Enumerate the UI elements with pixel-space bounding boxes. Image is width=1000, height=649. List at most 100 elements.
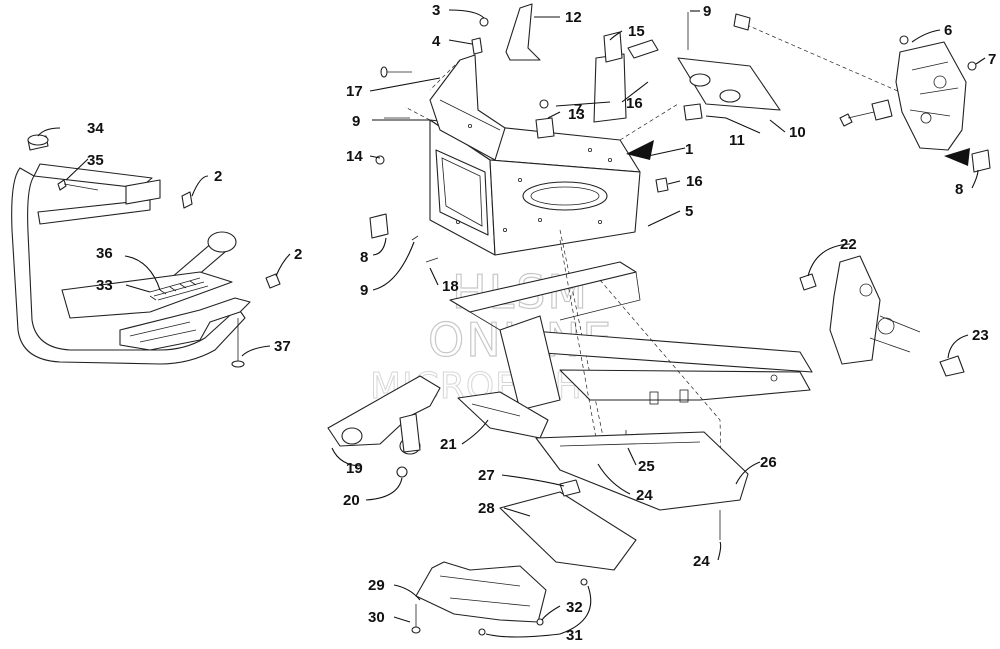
callout-15: 15 [628, 23, 645, 40]
bulkhead-side-opening [522, 181, 608, 211]
marker-triangle [626, 140, 654, 160]
frame-holes [649, 374, 778, 405]
screw-31 [478, 628, 486, 636]
callout-7: 7 [988, 51, 996, 68]
bumper-bracket [125, 179, 161, 205]
callout-25: 25 [638, 458, 655, 475]
nut-22 [799, 273, 817, 291]
callout-3: 3 [432, 2, 440, 19]
bumper-skid-plate [61, 271, 233, 319]
nut-16 [655, 177, 669, 193]
right-mount-assembly [799, 255, 965, 377]
callout-8: 8 [955, 181, 963, 198]
hinge-clip [871, 99, 893, 121]
side-bracket-assembly [733, 13, 977, 166]
mounting-plate [677, 57, 781, 111]
callout-11: 11 [729, 132, 745, 149]
electrical-housing [593, 53, 627, 123]
callout-18: 18 [442, 278, 459, 295]
callout-24: 24 [693, 553, 710, 570]
callout-16: 16 [626, 95, 643, 112]
screw-32 [536, 618, 544, 626]
callout-31: 31 [566, 627, 583, 644]
callout-10: 10 [789, 124, 806, 141]
screw-30 [411, 626, 421, 634]
bolt-20 [396, 466, 408, 478]
callout-33: 33 [96, 277, 113, 294]
mesh-grille [149, 277, 209, 301]
clip-2-upper [181, 191, 193, 209]
nut-7-right [967, 61, 977, 71]
callout-14: 14 [346, 148, 363, 165]
callout-22: 22 [840, 236, 857, 253]
callout-17: 17 [346, 83, 363, 100]
skid-plate-28 [499, 491, 637, 571]
callout-4: 4 [432, 33, 441, 50]
bolt-17 [380, 66, 388, 78]
mirror-bracket [505, 3, 541, 61]
callout-8: 8 [360, 249, 368, 266]
callout-36: 36 [96, 245, 113, 262]
callout-34: 34 [87, 120, 104, 137]
callout-5: 5 [685, 203, 693, 220]
bar-end [733, 13, 751, 31]
bracket-21 [457, 391, 549, 439]
front-bulkhead-assembly [369, 3, 991, 471]
callout-30: 30 [368, 609, 385, 626]
marker-triangle-right [944, 148, 970, 166]
callout-21: 21 [440, 436, 457, 453]
callout-7: 7 [574, 101, 582, 118]
callout-12: 12 [565, 9, 582, 26]
callout-27: 27 [478, 467, 495, 484]
bumper-upper-tube [37, 199, 151, 225]
clip-27 [559, 479, 581, 497]
callout-26: 26 [760, 454, 777, 471]
rubber-bumper-right [971, 149, 991, 173]
side-bracket [895, 41, 967, 151]
callout-2: 2 [294, 246, 302, 263]
callout-1: 1 [685, 141, 693, 158]
front-bumper-assembly [11, 134, 281, 368]
spacer-4 [471, 37, 483, 55]
bumper-cross-tube [33, 163, 153, 189]
callout-6: 6 [944, 22, 952, 39]
bulkhead-upper-plate [429, 54, 506, 161]
callout-16: 16 [686, 173, 703, 190]
mount-post [399, 413, 421, 453]
frame-rear-rail [559, 369, 811, 401]
bulkhead-rivets [455, 124, 613, 232]
callout-20: 20 [343, 492, 360, 509]
leader-lines [37, 9, 986, 638]
main-frame-assembly [327, 239, 813, 540]
mount-plate-right [829, 255, 881, 365]
callout-19: 19 [346, 460, 363, 477]
callout-9: 9 [352, 113, 360, 130]
bracket-11 [683, 103, 703, 121]
connector-plug [627, 39, 659, 59]
bumper-tube [11, 167, 246, 365]
callout-32: 32 [566, 599, 583, 616]
callout-37: 37 [274, 338, 291, 355]
screw-37 [231, 360, 245, 368]
bolt-35 [57, 179, 67, 191]
callout-23: 23 [972, 327, 989, 344]
callout-28: 28 [478, 500, 495, 517]
nut-7 [539, 99, 549, 109]
nut-top-right [899, 35, 909, 45]
clip-2-lower [265, 273, 281, 289]
rubber-bumper-left [369, 213, 389, 239]
screw-28b [580, 578, 588, 586]
bumper-lower-bracket [119, 297, 251, 351]
callout-2: 2 [214, 168, 222, 185]
bolt-3 [479, 17, 489, 27]
callout-9: 9 [703, 3, 711, 20]
skid-plate-26 [535, 431, 749, 511]
bumper-joint [207, 231, 237, 253]
callout-24: 24 [636, 487, 653, 504]
skid-plate-assembly [411, 431, 749, 636]
bulkhead-front-opening [435, 149, 489, 236]
callout-labels: 1 2 2 3 4 5 6 7 7 8 8 9 9 9 10 11 12 13 … [87, 2, 996, 644]
callout-9: 9 [360, 282, 368, 299]
bolt-side [839, 113, 853, 127]
